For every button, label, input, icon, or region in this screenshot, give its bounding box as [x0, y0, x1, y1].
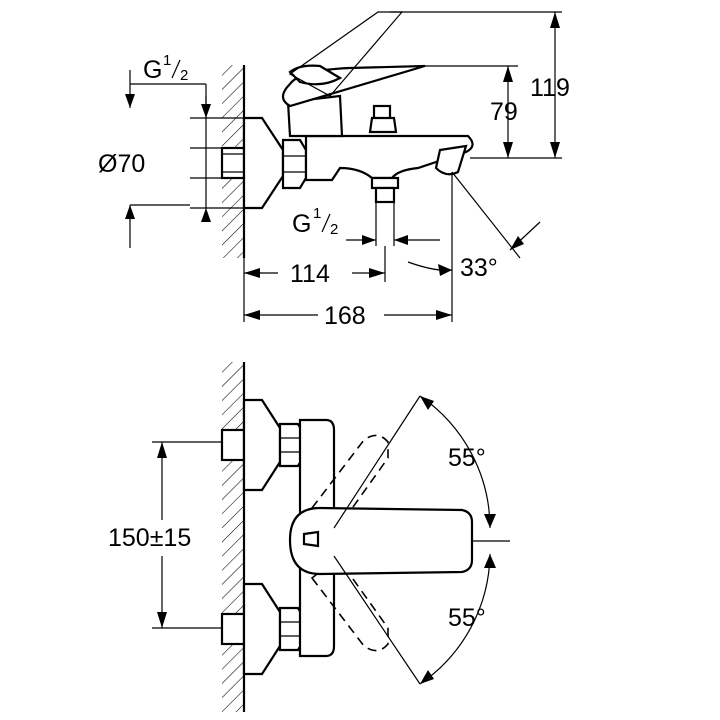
body-column: [286, 94, 344, 138]
lower-escutcheon: [242, 582, 282, 676]
dim-angle-55-bottom: 55°: [448, 604, 486, 632]
dim-angle-33: 33°: [460, 254, 498, 282]
dim-g-half-bottom-den: 2: [330, 221, 338, 238]
lever-rotated-up: [310, 434, 389, 530]
dim-79: 79: [490, 98, 518, 126]
dim-150-15: 150±15: [108, 524, 191, 552]
hex-nut: [281, 138, 308, 190]
upper-escutcheon: [242, 398, 282, 492]
diverter-base: [368, 116, 398, 134]
dim-119: 119: [530, 74, 570, 102]
angle-arc-bottom: [419, 553, 491, 685]
upper-wall-connector: [220, 428, 246, 462]
mixer-body: [304, 134, 474, 182]
wall-connector: [220, 146, 246, 180]
spout-nozzle: [434, 144, 468, 176]
dim-g-half-top-num: 1: [163, 52, 171, 69]
dim-114: 114: [290, 260, 330, 288]
front-view: 55° 55° 150±15: [108, 362, 510, 712]
lever-cap: [302, 530, 320, 548]
dim-g-half-bottom-num: 1: [313, 205, 321, 222]
lower-wall-connector: [220, 612, 246, 646]
angle-arc-top: [419, 395, 491, 529]
side-view: 119 79 G 1 2 Ø70 G 1: [98, 11, 570, 330]
dim-168: 168: [324, 302, 366, 330]
dim-angle-55-top: 55°: [448, 444, 486, 472]
dim-diameter-70: Ø70: [98, 150, 145, 178]
wall-hatch-bottom: [222, 362, 244, 712]
dim-g-half-top-g: G: [143, 56, 162, 84]
escutcheon: [242, 116, 285, 210]
shower-outlet: [370, 176, 400, 190]
dim-g-half-bottom-g: G: [292, 210, 311, 238]
dim-g-half-top-den: 2: [180, 67, 188, 84]
lever-rotated-down: [310, 556, 389, 652]
